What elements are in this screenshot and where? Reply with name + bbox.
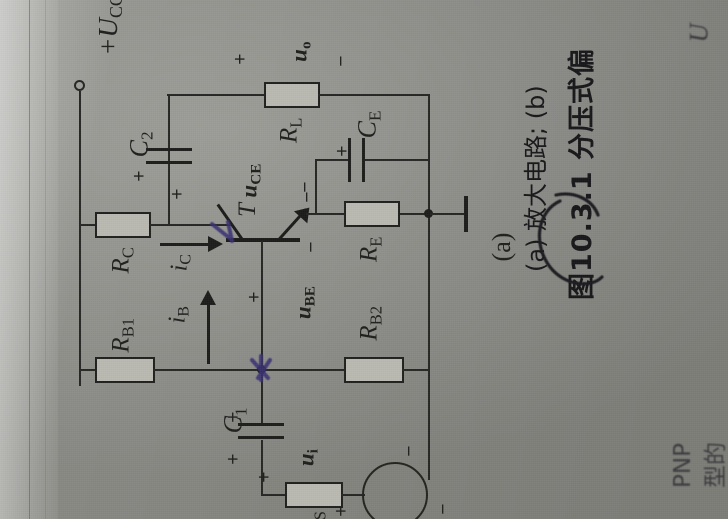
- c2-plus-upper: +: [129, 170, 150, 182]
- current-ib-label: iB: [164, 306, 193, 324]
- ground-node: [424, 209, 433, 218]
- ui-plus: +: [254, 471, 275, 483]
- wire-rb2-left: [262, 369, 344, 371]
- resistor-rc-label: RC: [107, 247, 138, 274]
- supply-label: +UCC: [93, 0, 126, 56]
- c2-plus-lower: +: [167, 188, 188, 200]
- wire-to-ground-symbol: [430, 213, 466, 215]
- wire-c1-top: [261, 373, 263, 423]
- current-ic-label: iC: [166, 254, 195, 272]
- voltage-source-ui: [362, 462, 428, 519]
- resistor-re: [344, 201, 400, 227]
- page-edge-line: [29, 0, 30, 519]
- voltage-ui-label: ui: [293, 449, 322, 467]
- page-edge-line-2: [45, 0, 46, 519]
- wire-ce-top-right: [365, 159, 429, 161]
- transistor-base-lead: [261, 241, 263, 375]
- wire-c1-bottom: [261, 440, 263, 495]
- ube-plus: +: [244, 291, 265, 303]
- wire-ce-left: [315, 160, 317, 214]
- ui-minus: −: [399, 445, 420, 457]
- c1-plus-upper: +: [223, 411, 244, 423]
- wire-c2-stub: [168, 95, 170, 225]
- resistor-rs-label: RS: [310, 511, 330, 519]
- resistor-rl: [264, 82, 320, 108]
- voltage-uo-label: uo: [286, 41, 315, 62]
- transistor-base-bar: [226, 238, 300, 242]
- wire-rs-left: [261, 494, 287, 496]
- wire-rl-right: [318, 94, 430, 96]
- resistor-rb2: [344, 357, 404, 383]
- ce-minus: −: [297, 191, 318, 203]
- resistor-rl-label: RL: [275, 117, 306, 143]
- wire-rb1-right: [153, 369, 263, 371]
- wire-supply-rail: [79, 91, 81, 386]
- capacitor-c2: [146, 148, 192, 166]
- edge-text-bottom: PNP 型的: [670, 442, 728, 488]
- ui-source-minus: −: [433, 503, 454, 515]
- figure-caption-main: 图10.3.1 分压式偏: [567, 47, 598, 300]
- capacitor-c1: [238, 423, 284, 441]
- ui-source-plus: +: [331, 505, 352, 517]
- ground-symbol-icon: [464, 196, 468, 232]
- wire-rb2-right: [402, 369, 430, 371]
- panel-label: (a): [487, 232, 516, 262]
- uo-plus: +: [230, 53, 251, 65]
- ube-minus: −: [301, 241, 322, 253]
- voltage-uce-label: uCE: [236, 163, 265, 198]
- wire-rs-to-source: [341, 494, 365, 496]
- resistor-re-label: RE: [355, 236, 386, 262]
- ce-plus: +: [332, 145, 353, 157]
- resistor-rb1-label: RB1: [107, 318, 138, 353]
- edge-text-top: U: [684, 23, 714, 43]
- resistor-rs: [285, 482, 343, 508]
- wire-collector-join: [219, 224, 231, 226]
- figure-caption-sub: (a) 放大电路; (b): [522, 85, 550, 272]
- wire-rc-left: [79, 224, 103, 226]
- resistor-rb2-label: RB2: [355, 306, 386, 341]
- capacitor-ce-label: CE: [352, 110, 385, 139]
- c1-plus-lower: +: [223, 453, 244, 465]
- wire-rb1-left: [79, 369, 103, 371]
- capacitor-ce: [348, 138, 370, 182]
- uo-minus: −: [331, 55, 352, 67]
- wire-ce-top-left: [315, 159, 351, 161]
- voltage-ube-label: uBE: [290, 286, 319, 320]
- wire-c2-to-rl: [167, 94, 272, 96]
- wire-right-rail-lower: [428, 240, 430, 480]
- wire-right-rail-upper: [428, 94, 430, 242]
- supply-terminal-icon: [74, 80, 85, 91]
- wire-rc-right: [149, 224, 229, 226]
